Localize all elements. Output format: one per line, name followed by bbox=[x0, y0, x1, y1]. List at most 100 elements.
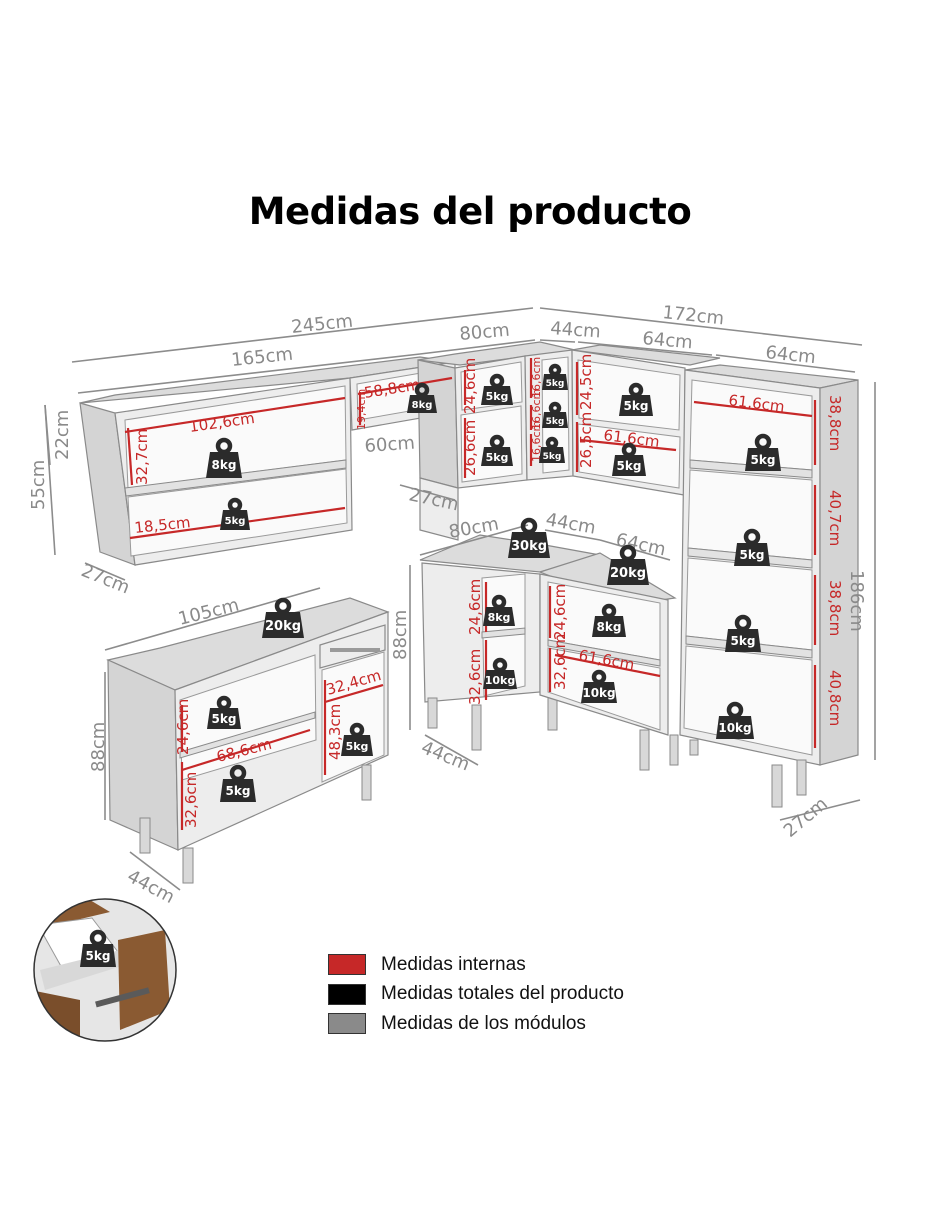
dim-module-44-top: 44cm bbox=[550, 318, 602, 342]
weight-icon: 5kg bbox=[481, 434, 513, 466]
weight-label: 5kg bbox=[543, 452, 562, 462]
int-26-6: 26,6cm bbox=[461, 420, 479, 476]
int-32-6-corner-base: 32,6cm bbox=[466, 649, 484, 705]
dim-module-44-base: 44cm bbox=[544, 509, 597, 538]
weight-label: 5kg bbox=[346, 740, 369, 753]
weight-icon: 5kg bbox=[220, 497, 250, 530]
int-16-6-c: 16,6cm bbox=[530, 421, 543, 462]
int-19-4: 19,4cm bbox=[355, 389, 368, 430]
legend-item-internal: Medidas internas bbox=[328, 950, 624, 980]
legend-item-module: Medidas de los módulos bbox=[328, 1009, 624, 1039]
weight-label: 5kg bbox=[740, 548, 765, 562]
int-32-6-left: 32,6cm bbox=[182, 772, 200, 828]
weight-label: 20kg bbox=[265, 619, 301, 634]
weight-label: 5kg bbox=[225, 516, 246, 527]
int-48-3: 48,3cm bbox=[326, 704, 344, 760]
weight-icon: 8kg bbox=[206, 437, 242, 478]
weight-icon: 5kg bbox=[612, 442, 646, 476]
weight-icon: 5kg bbox=[207, 695, 241, 729]
internal-labels: 102,6cm 32,7cm 18,5cm 58,8cm 19,4cm 24,6… bbox=[133, 354, 844, 828]
weight-label: 30kg bbox=[511, 539, 547, 554]
int-24-6-corner-base: 24,6cm bbox=[466, 579, 484, 635]
weight-icon: 10kg bbox=[716, 701, 754, 739]
legend-item-total: Medidas totales del producto bbox=[328, 980, 624, 1010]
legend-swatch bbox=[328, 983, 366, 1005]
weight-label: 5kg bbox=[546, 379, 565, 389]
drawer-inset: 5kg bbox=[33, 898, 177, 1042]
legend-swatch bbox=[328, 1013, 366, 1035]
weight-icon: 5kg bbox=[619, 382, 653, 416]
dim-module-165: 165cm bbox=[230, 344, 294, 371]
legend-swatch bbox=[328, 954, 366, 976]
legend-label: Medidas internas bbox=[381, 953, 526, 975]
weight-icon: 5kg bbox=[341, 722, 373, 756]
weight-label: 8kg bbox=[212, 458, 237, 472]
weight-label: 5kg bbox=[624, 399, 649, 413]
weight-label: 5kg bbox=[226, 784, 251, 798]
dim-module-88-corner: 88cm bbox=[390, 610, 411, 660]
legend: Medidas internas Medidas totales del pro… bbox=[328, 950, 624, 1039]
dim-total-172: 172cm bbox=[661, 302, 725, 329]
int-18-5: 18,5cm bbox=[134, 513, 192, 537]
weight-label: 5kg bbox=[617, 459, 642, 473]
dim-module-55: 55cm bbox=[28, 460, 49, 510]
internal-dimension-lines bbox=[124, 358, 817, 830]
int-32-7: 32,7cm bbox=[133, 429, 151, 485]
int-38-8-a: 38,8cm bbox=[826, 395, 844, 451]
dim-module-80-top: 80cm bbox=[459, 320, 511, 345]
legend-label: Medidas de los módulos bbox=[381, 1012, 586, 1034]
weight-label: 10kg bbox=[582, 686, 615, 700]
weight-icon: 10kg bbox=[581, 669, 617, 703]
weight-label: 10kg bbox=[718, 721, 751, 735]
dim-module-44-corner: 44cm bbox=[418, 737, 473, 775]
weight-icon: 5kg bbox=[220, 764, 256, 802]
dim-module-88-left: 88cm bbox=[88, 722, 109, 772]
weight-icon: 20kg bbox=[262, 597, 304, 638]
weight-icon: 5kg bbox=[539, 436, 565, 463]
dim-module-186: 186cm bbox=[846, 570, 867, 632]
page-title: Medidas del producto bbox=[248, 190, 692, 233]
weight-label: 20kg bbox=[610, 566, 646, 581]
weight-label: 8kg bbox=[488, 611, 511, 624]
dim-module-22: 22cm bbox=[52, 410, 73, 460]
legend-label: Medidas totales del producto bbox=[381, 983, 624, 1005]
weight-label: 8kg bbox=[597, 620, 622, 634]
weight-label: 5kg bbox=[86, 949, 111, 963]
weight-label: 5kg bbox=[751, 453, 776, 467]
int-38-8-b: 38,8cm bbox=[826, 580, 844, 636]
int-16-6-a: 16,6cm bbox=[530, 357, 543, 398]
int-24-6-middle: 24,6cm bbox=[551, 584, 569, 640]
weight-icon: 8kg bbox=[592, 603, 626, 637]
weight-label: 10kg bbox=[485, 674, 516, 687]
dim-module-64-right: 64cm bbox=[764, 342, 816, 368]
weight-icon: 5kg bbox=[734, 528, 770, 566]
weight-label: 5kg bbox=[731, 634, 756, 648]
dim-module-27-left: 27cm bbox=[78, 560, 133, 598]
weight-icon: 8kg bbox=[407, 382, 437, 413]
weight-icon: 10kg bbox=[483, 657, 517, 689]
int-26-5: 26,5cm bbox=[577, 412, 595, 468]
weight-icon: 5kg bbox=[80, 929, 116, 967]
weight-icon: 5kg bbox=[725, 614, 761, 652]
int-24-6-corner-top: 24,6cm bbox=[461, 358, 479, 414]
weight-icon: 5kg bbox=[542, 363, 568, 390]
dim-module-64-top: 64cm bbox=[642, 328, 694, 353]
weight-label: 5kg bbox=[212, 712, 237, 726]
weight-icon: 20kg bbox=[607, 544, 649, 585]
tall-cabinet bbox=[669, 364, 859, 808]
weight-icon: 30kg bbox=[508, 517, 550, 558]
weight-label: 5kg bbox=[546, 417, 565, 427]
dimension-labels: 245cm 172cm 165cm 80cm 44cm 64cm 64cm 22… bbox=[28, 302, 867, 908]
int-40-8: 40,8cm bbox=[826, 670, 844, 726]
dim-total-245: 245cm bbox=[290, 311, 354, 338]
int-32-6-middle: 32,6cm bbox=[551, 634, 569, 690]
weight-icon: 5kg bbox=[542, 401, 568, 428]
weight-icon: 8kg bbox=[483, 594, 515, 626]
int-24-5: 24,5cm bbox=[577, 354, 595, 410]
dim-module-105: 105cm bbox=[176, 595, 241, 630]
dim-module-60: 60cm bbox=[364, 433, 416, 457]
weight-label: 8kg bbox=[412, 400, 433, 411]
weight-icon: 5kg bbox=[481, 373, 513, 405]
weight-label: 5kg bbox=[486, 390, 509, 403]
